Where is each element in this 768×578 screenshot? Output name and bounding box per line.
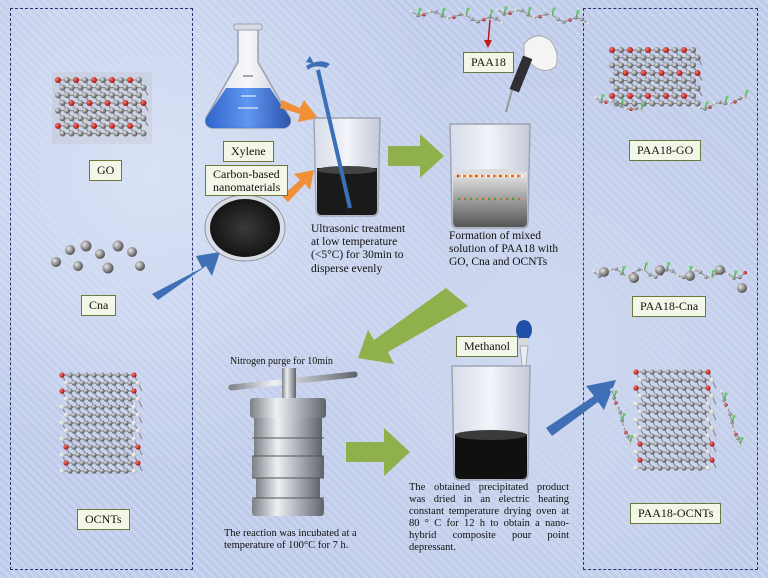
caption-nitrogen: Nitrogen purge for 10min <box>230 356 333 367</box>
caption-ultrasonic: Ultrasonic treatment at low temperature … <box>311 223 406 275</box>
carbon-powder-dish-icon <box>204 194 286 262</box>
methanol-dropper-icon <box>516 320 532 375</box>
label-xylene: Xylene <box>223 141 274 162</box>
blue-arrow-to-product <box>546 380 616 436</box>
ocnt-nanotube-icon <box>59 372 143 474</box>
go-molecule-icon <box>52 72 152 144</box>
paa18-cna-molecule-icon <box>592 261 747 293</box>
label-cna: Cna <box>81 295 117 316</box>
label-paa18-ocnts: PAA18-OCNTs <box>630 503 722 524</box>
paa18-molecule-icon <box>410 6 590 26</box>
ultrasonic-beaker-icon <box>306 56 381 217</box>
orange-arrow-powder <box>282 170 314 202</box>
label-ocnts: OCNTs <box>77 509 130 530</box>
mixed-solution-beaker-icon <box>449 123 531 229</box>
stirring-rod <box>316 69 352 209</box>
dropper-glove-icon <box>505 35 558 113</box>
label-paa18: PAA18 <box>463 52 514 73</box>
label-paa18-go: PAA18-GO <box>629 140 702 161</box>
cna-spheres-icon <box>51 240 145 274</box>
precipitate-beaker-icon <box>451 365 531 481</box>
label-paa18-cna: PAA18-Cna <box>632 296 707 317</box>
caption-reaction: The reaction was incubated at a temperat… <box>224 528 357 552</box>
orange-arrow-xylene <box>280 100 318 122</box>
label-methanol: Methanol <box>456 336 518 357</box>
green-arrow-diagonal <box>358 288 468 364</box>
autoclave-reactor-icon <box>228 368 358 516</box>
green-arrow-2 <box>346 428 410 476</box>
rotation-arrow-icon <box>306 61 330 70</box>
paa18-go-molecule-icon <box>594 47 749 112</box>
caption-formation: Formation of mixed solution of PAA18 wit… <box>449 230 559 269</box>
green-arrow-1 <box>388 134 444 178</box>
blue-arrow-to-powder <box>152 252 220 300</box>
right-products-panel <box>583 8 758 570</box>
left-materials-panel <box>10 8 193 570</box>
label-carbon-nanomaterials: Carbon-based nanomaterials <box>205 165 289 197</box>
label-go: GO <box>89 160 123 181</box>
xylene-flask-icon <box>204 23 292 129</box>
paa18-ocnt-molecule-icon <box>610 369 744 471</box>
caption-product: The obtained precipitated product was dr… <box>409 482 569 554</box>
